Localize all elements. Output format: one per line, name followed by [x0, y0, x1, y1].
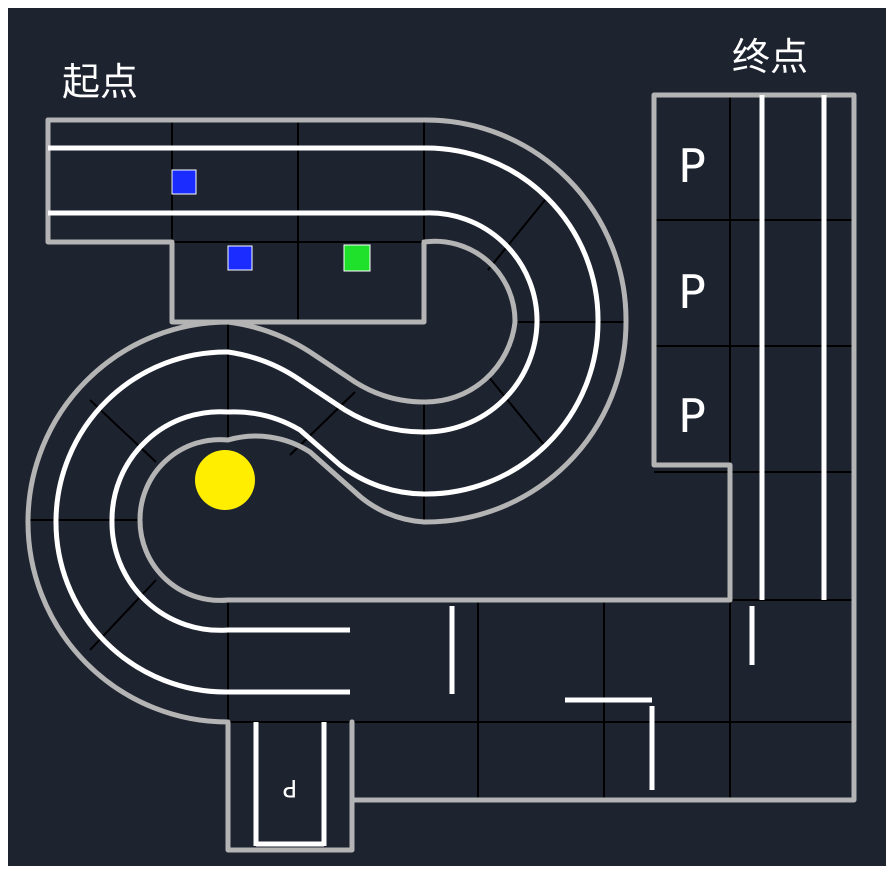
parking-label-4: P — [283, 774, 297, 802]
start-label: 起点 — [62, 60, 138, 104]
road-walls — [25, 92, 857, 853]
blue-square-marker-1 — [171, 169, 197, 195]
yellow-circle-marker — [195, 450, 255, 510]
parking-label-3: P — [678, 389, 706, 443]
end-label: 终点 — [732, 35, 808, 79]
lane-lines — [48, 95, 827, 847]
blue-square-marker-2 — [227, 245, 253, 271]
parking-label-2: P — [678, 265, 706, 319]
map-background — [8, 8, 886, 866]
green-square-marker — [343, 244, 371, 272]
parking-label-1: P — [678, 139, 706, 193]
